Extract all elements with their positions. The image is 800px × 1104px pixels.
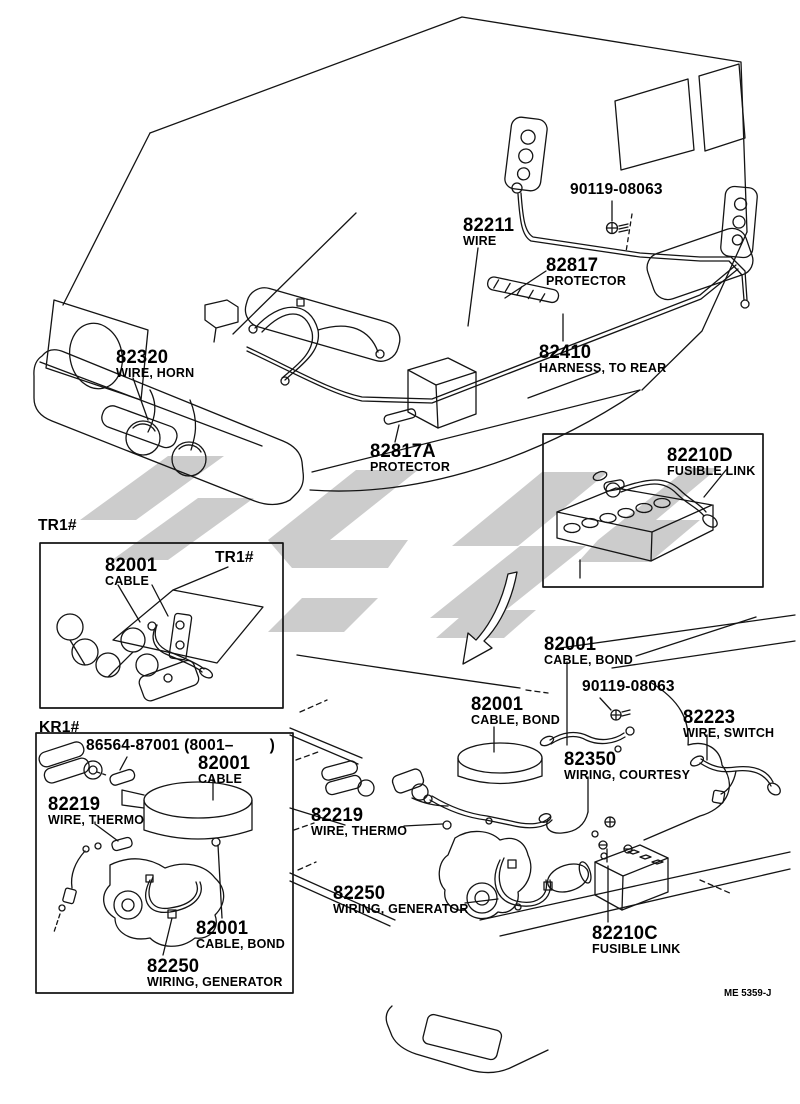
bolt-icon-top: [607, 201, 633, 252]
engine-block-kr1: [104, 859, 224, 946]
leader-82211: [468, 248, 478, 326]
cab-wiring-tangle: [205, 284, 404, 385]
generator-wiring-kr1: [146, 875, 202, 918]
headlamp-panel: [46, 300, 148, 400]
front-bumper-lower: [386, 1006, 548, 1073]
horn-wires-82320: [126, 378, 206, 476]
rear-wire-82211: [512, 183, 749, 308]
protector-strip-82817a: [383, 408, 416, 442]
air-cleaner-front: [458, 743, 542, 784]
fusible-link-inset-82210d: [543, 434, 763, 587]
leader-82817: [505, 271, 546, 298]
bond-cable-right: [539, 727, 634, 752]
engine-access-box: [408, 358, 476, 428]
courtesy-wiring-82350: [538, 777, 615, 837]
generator-wiring-82250: [465, 858, 552, 910]
front-bumper: [34, 350, 303, 505]
air-cleaner-kr1: [122, 782, 252, 839]
thermo-wire-kr1: [54, 824, 133, 932]
right-label-leaders: [133, 378, 756, 656]
tr1-inset-box: [40, 543, 283, 708]
mid-harness: [404, 795, 552, 829]
construction-dashes: [294, 700, 327, 870]
direction-arrow: [463, 572, 517, 664]
switch-harness-82223: [689, 735, 783, 804]
bolt-icon-bottom: [600, 698, 630, 720]
kr1-inset-box: [36, 733, 293, 993]
tail-lamp-left: [504, 116, 549, 192]
tail-lamp-right: [720, 186, 758, 259]
rear-wheelhouse: [643, 224, 757, 303]
ignition-coil: [37, 740, 91, 785]
front-clip-view: [290, 615, 795, 1073]
engine-front: [439, 831, 531, 918]
protector-strip-82817: [486, 276, 560, 306]
side-windows: [615, 64, 745, 170]
starter-solenoid: [544, 859, 594, 897]
floor-harness-82410: [247, 265, 738, 403]
coil-and-distributor: [321, 760, 448, 806]
watermark-logo: [80, 456, 718, 638]
